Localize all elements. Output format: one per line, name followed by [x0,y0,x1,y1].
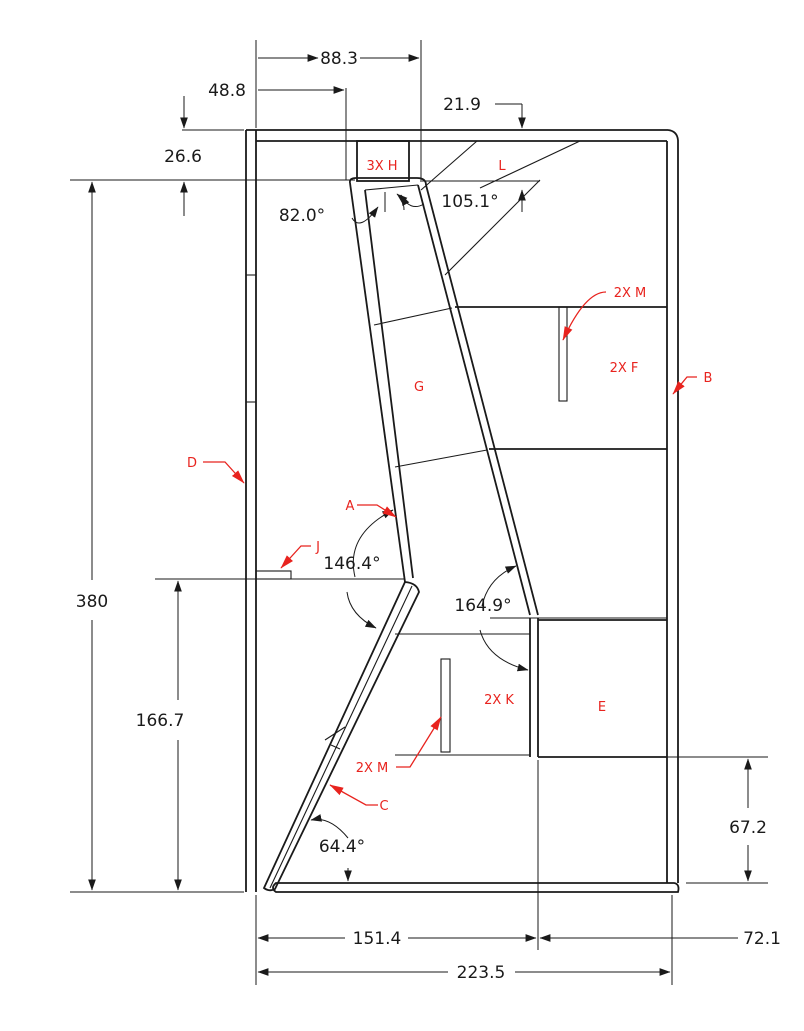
part-h-block [356,140,410,182]
dim-380: 380 [76,592,108,612]
dim-166-7: 166.7 [136,711,185,731]
dim-48-8: 48.8 [208,81,246,101]
dim-67-2: 67.2 [729,818,767,838]
dim-21-9: 21.9 [443,95,481,115]
panel-b [666,140,679,883]
panel-d [245,130,257,892]
part-j [255,570,292,580]
angle-146-4: 146.4° [323,554,380,574]
shelves-f [455,306,667,619]
label-l: L [498,159,506,174]
label-c: C [379,799,388,814]
dim-223-5: 223.5 [457,963,506,983]
label-b: B [704,371,713,386]
angle-164-9: 164.9° [454,596,511,616]
label-d: D [187,456,197,471]
part-e-box [529,618,667,758]
dim-151-4: 151.4 [353,929,402,949]
dim-26-6: 26.6 [164,147,202,167]
dim-72-1: 72.1 [743,929,781,949]
dim-88-3: 88.3 [320,49,358,69]
angle-64-4: 64.4° [319,837,365,857]
callout-leaders [203,291,697,806]
label-j: J [315,540,320,555]
dimension-lines [70,40,768,985]
panel-bottom [272,882,680,893]
label-a: A [346,499,355,514]
panel-a-upper [348,177,539,616]
cabinet-parts [245,129,680,893]
label-m-top: 2X M [614,286,647,301]
panel-top [246,129,679,142]
label-f: 2X F [610,361,639,376]
label-m-bottom: 2X M [356,761,389,776]
part-labels: 3X H L 2X M 2X F B G D A J 2X K E 2X M C [187,159,712,814]
dimension-values: 88.3 48.8 21.9 26.6 380 166.7 67.2 151.4… [76,49,781,983]
panel-c [262,581,420,892]
label-k: 2X K [484,693,514,708]
angle-105-1: 105.1° [441,192,498,212]
label-g: G [414,380,424,395]
label-h: 3X H [366,159,397,174]
label-e: E [598,700,606,715]
angle-82-0: 82.0° [279,206,325,226]
